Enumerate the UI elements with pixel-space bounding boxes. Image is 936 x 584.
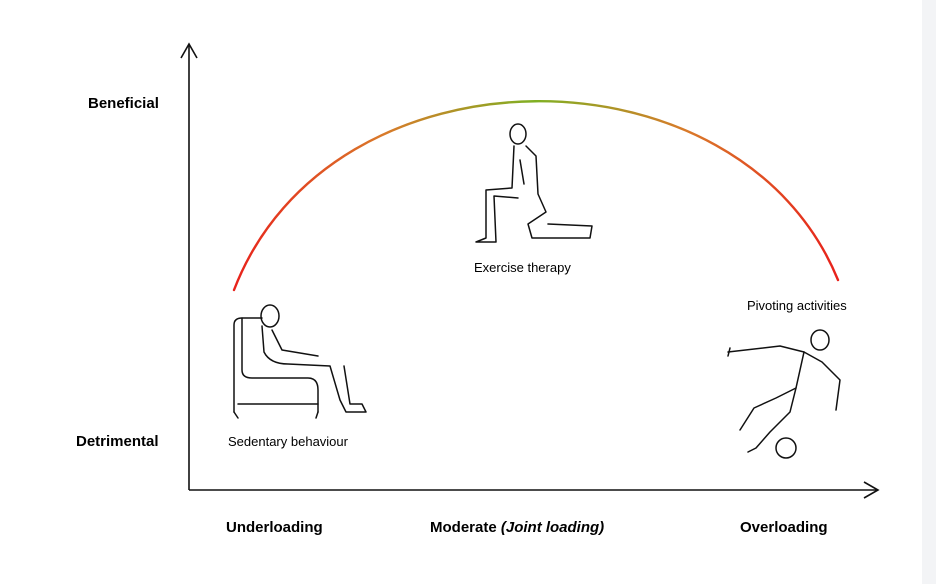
x-axis-middle-label-text: Moderate [430,519,497,536]
sedentary-caption: Sedentary behaviour [228,434,348,449]
page-edge-strip [922,0,936,584]
footballer-kicking-icon [727,329,841,459]
y-axis-bottom-label: Detrimental [76,433,159,450]
y-axis-top-label: Beneficial [88,95,159,112]
person-lunge-icon [475,123,593,243]
x-axis-right-label: Overloading [740,519,828,536]
y-axis [180,42,198,490]
x-axis-middle-label-italic: (Joint loading) [500,519,605,536]
person-sitting-armchair-icon [233,304,367,419]
pivoting-caption: Pivoting activities [747,298,847,313]
exercise-caption: Exercise therapy [474,260,571,275]
x-axis-left-label: Underloading [226,519,323,536]
x-axis-middle-label: Moderate (Joint loading) [430,519,604,536]
x-axis [189,481,880,499]
benefit-curve [232,100,840,292]
